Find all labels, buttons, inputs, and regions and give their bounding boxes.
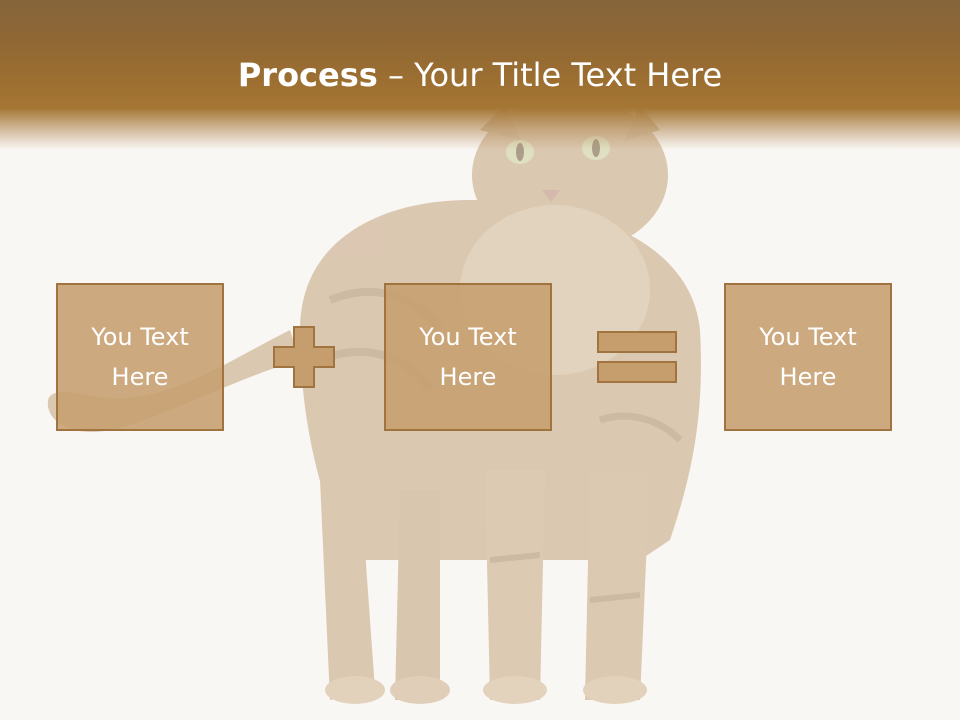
process-box-2-text: You Text Here	[419, 323, 517, 391]
process-box-1-text: You Text Here	[91, 323, 189, 391]
process-box-3-text: You Text Here	[759, 323, 857, 391]
process-box-1[interactable]: You Text Here	[56, 283, 224, 431]
slide-title[interactable]: Process – Your Title Text Here	[0, 52, 960, 98]
process-box-3[interactable]: You Text Here	[724, 283, 892, 431]
title-band	[0, 0, 960, 150]
title-bold: Process	[237, 56, 378, 94]
equals-icon	[597, 331, 677, 383]
process-box-2[interactable]: You Text Here	[384, 283, 552, 431]
plus-icon	[273, 326, 335, 388]
title-rest: – Your Title Text Here	[377, 56, 723, 94]
